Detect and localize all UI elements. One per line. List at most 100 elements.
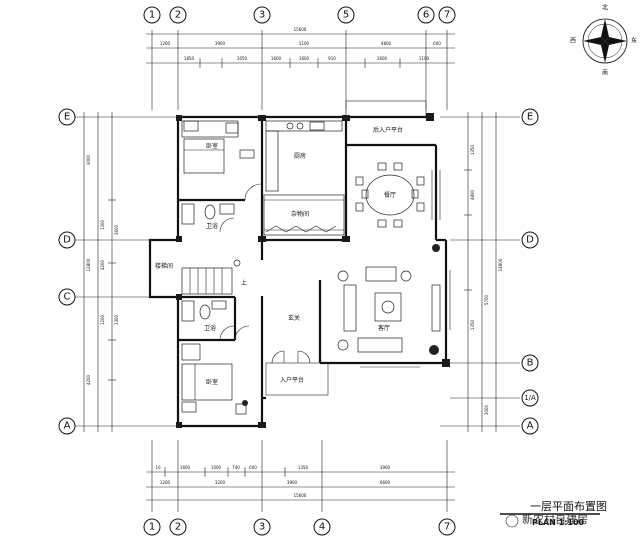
kitchen-counters <box>265 120 343 192</box>
label-storage: 杂物间 <box>291 210 309 218</box>
dim-bot-3: 1000 <box>211 465 222 470</box>
bottom-dimension-text: 10 1600 1000 740 600 1350 3900 1200 3200… <box>155 465 390 498</box>
axis-bottom-1: 1 <box>149 522 155 533</box>
dim-right-inner-3: 1350 <box>470 319 475 330</box>
dim-left-outer-2: 12800 <box>86 258 91 271</box>
axis-left-A: A <box>64 421 71 432</box>
label-stair-up: 上 <box>241 279 247 287</box>
stairwell-steps <box>181 259 241 295</box>
dim-bot2-3: 3900 <box>287 480 298 485</box>
compass-rose: 北 南 西 东 <box>570 4 637 77</box>
dim-bot-4: 740 <box>232 465 240 470</box>
label-bath-top: 卫浴 <box>206 222 218 230</box>
axis-top-5: 5 <box>343 10 349 21</box>
axis-left-E: E <box>64 112 70 123</box>
dim-top2-7: 1100 <box>419 56 430 61</box>
dining-table <box>355 162 425 228</box>
axis-top-7: 7 <box>444 10 450 21</box>
dim-left-inner-5: 1300 <box>114 314 119 325</box>
dim-top-2: 3900 <box>215 41 226 46</box>
left-dimension-lines <box>75 112 180 432</box>
label-bedroom-top: 卧室 <box>206 142 218 150</box>
dim-left-inner-2: 4200 <box>100 259 105 270</box>
axis-top-6: 6 <box>423 10 429 21</box>
dim-bot-2: 1600 <box>180 465 191 470</box>
dim-top2-4: 1600 <box>299 56 310 61</box>
label-entry-porch: 入户平台 <box>280 376 304 384</box>
label-foyer: 玄关 <box>288 314 300 322</box>
axis-left-D: D <box>63 235 71 246</box>
room-labels: 卧室 厨房 后入户平台 餐厅 杂物间 卫浴 楼梯间 上 玄关 客厅 卫浴 卧室 … <box>155 126 403 386</box>
dim-bot-1: 10 <box>155 465 161 470</box>
dim-top-total: 15600 <box>294 27 307 32</box>
dim-bot-total: 15600 <box>294 493 307 498</box>
entry-doors <box>271 350 311 364</box>
dim-bot-6: 1350 <box>298 465 309 470</box>
dim-bot-7: 3900 <box>380 465 391 470</box>
bottom-dimension-lines <box>146 440 455 512</box>
dim-top2-1: 1850 <box>184 56 195 61</box>
label-stairwell: 楼梯间 <box>155 262 173 270</box>
top-dimension-text: 15600 1200 3900 5100 4800 600 1850 1050 … <box>160 27 441 61</box>
dim-right-outer-1: 14800 <box>498 258 503 271</box>
drawing-title-block: 一层平面布置图 PLAN 1:100 新农村自建房 <box>500 500 607 528</box>
dim-right-inner-2: 4800 <box>470 189 475 200</box>
axis-top-3: 3 <box>259 10 265 21</box>
compass-south: 南 <box>602 69 608 77</box>
bottom-axis-markers: 1 2 3 4 7 <box>143 518 456 536</box>
bedroom-bottom-furniture <box>181 325 250 415</box>
axis-top-1: 1 <box>149 10 155 21</box>
label-bath-bottom: 卫浴 <box>204 324 216 332</box>
dim-bot2-1: 1200 <box>160 480 171 485</box>
dim-bot2-2: 3200 <box>215 480 226 485</box>
axis-left-C: C <box>64 292 71 303</box>
axis-top-2: 2 <box>175 10 181 21</box>
dim-bot-5: 600 <box>249 465 257 470</box>
dim-left-outer-1: 3000 <box>86 154 91 165</box>
dim-top2-6: 1600 <box>377 56 388 61</box>
dim-right-inner-1: 1350 <box>470 144 475 155</box>
top-axis-markers: 1 2 3 5 6 7 <box>143 6 456 24</box>
axis-right-A: A <box>527 421 534 432</box>
dim-right-outer-2: 5700 <box>484 294 489 305</box>
axis-right-1A: 1/A <box>524 394 536 402</box>
axis-right-B: B <box>527 358 534 369</box>
compass-north: 北 <box>602 4 608 12</box>
dim-left-inner-3: 1200 <box>100 314 105 325</box>
dim-top-1: 1200 <box>160 41 171 46</box>
axis-bottom-7: 7 <box>444 522 450 533</box>
label-dining: 餐厅 <box>384 191 396 199</box>
axis-bottom-3: 3 <box>259 522 265 533</box>
dim-top-5: 600 <box>433 41 441 46</box>
compass-west: 西 <box>570 38 576 45</box>
bathroom-top-fixtures <box>181 203 235 233</box>
watermark-text: 新农村自建房 <box>522 512 588 526</box>
dim-bot2-4: 6600 <box>380 480 391 485</box>
dim-top-4: 4800 <box>381 41 392 46</box>
axis-bottom-2: 2 <box>175 522 181 533</box>
drawing-title-cn: 一层平面布置图 <box>530 500 607 513</box>
axis-right-D: D <box>526 235 534 246</box>
windows <box>149 170 451 368</box>
left-dimension-text: 3000 12800 4200 1300 4200 1200 3600 1300 <box>86 154 119 385</box>
left-axis-markers: E D C A <box>58 108 76 435</box>
bedroom-top-furniture <box>181 120 262 201</box>
label-back-porch: 后入户平台 <box>373 126 403 134</box>
dim-left-inner-4: 3600 <box>114 224 119 235</box>
right-dimension-text: 1350 4800 1350 14800 5700 3000 <box>470 144 503 415</box>
dim-top2-3: 1600 <box>271 56 282 61</box>
living-sofa-set <box>337 266 441 353</box>
axis-bottom-4: 4 <box>319 522 325 533</box>
dim-left-outer-3: 4200 <box>86 374 91 385</box>
structural-columns <box>176 113 450 428</box>
dim-right-outer-3: 3000 <box>484 404 489 415</box>
drawing-title-en: PLAN 1:100 <box>532 518 585 527</box>
dim-top2-5: 910 <box>328 56 336 61</box>
bathroom-bottom-fixtures <box>181 300 235 341</box>
storage-shelves <box>263 194 345 236</box>
right-axis-markers: E D B 1/A A <box>521 108 539 435</box>
dim-top2-2: 1050 <box>237 56 248 61</box>
label-bedroom-bottom: 卧室 <box>206 378 218 386</box>
right-dimension-lines <box>440 112 520 432</box>
